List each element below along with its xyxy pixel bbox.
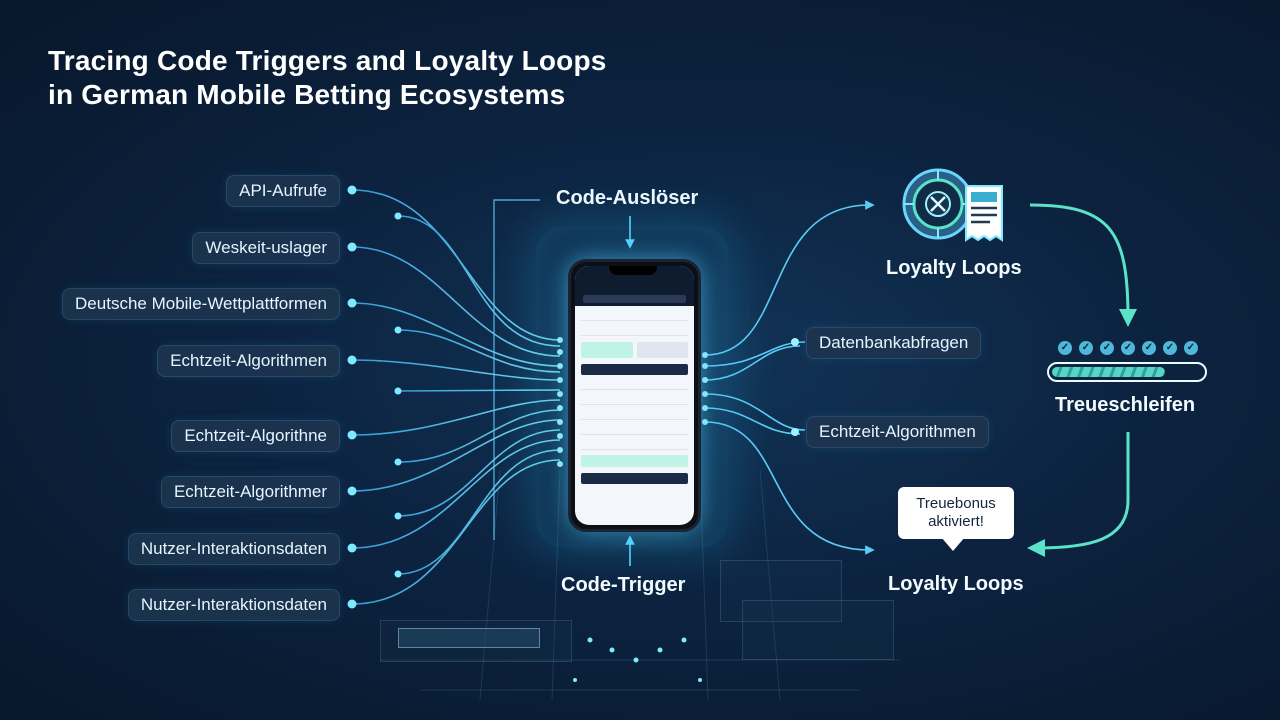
treueschleifen-label: Treueschleifen [1055, 394, 1196, 416]
receipt-icon [965, 185, 1003, 242]
check-icon: ✓ [1184, 341, 1198, 355]
check-icon: ✓ [1121, 341, 1135, 355]
right-label-algorithms: Echtzeit-Algorithmen [806, 416, 989, 448]
screen-row [581, 325, 688, 336]
loyalty-loops-top-label: Loyalty Loops [886, 257, 1022, 279]
phone-notch [609, 266, 657, 275]
screen-option-pair [581, 342, 688, 358]
title-line-2: in German Mobile Betting Ecosystems [48, 79, 566, 110]
check-icon: ✓ [1079, 341, 1093, 355]
check-icon: ✓ [1142, 341, 1156, 355]
loyalty-loops-bottom-label: Loyalty Loops [888, 573, 1024, 595]
floor-panel [720, 560, 842, 622]
loyalty-progress-bar [1047, 362, 1207, 382]
loyalty-progress-fill [1052, 367, 1165, 377]
left-label-api-calls: API-Aufrufe [226, 175, 340, 207]
roulette-wheel-icon [902, 168, 974, 240]
smartphone [568, 259, 701, 532]
floor-panel [742, 600, 894, 660]
check-icon: ✓ [1100, 341, 1114, 355]
screen-row [581, 409, 688, 420]
left-label-2: Weskeit-uslager [192, 232, 340, 264]
bonus-badge-pointer [941, 537, 965, 551]
left-label-algorithms-2: Echtzeit-Algorithne [171, 420, 340, 452]
screen-row [581, 394, 688, 405]
screen-button [581, 473, 688, 484]
screen-option [581, 342, 633, 358]
screen-row [581, 439, 688, 450]
app-header [575, 266, 694, 306]
floor-tag [398, 628, 540, 648]
bonus-badge-line-2: aktiviert! [928, 513, 984, 530]
screen-button [581, 364, 688, 375]
screen-row [581, 424, 688, 435]
bonus-badge-line-1: Treuebonus [916, 495, 996, 512]
left-label-interaction-data-1: Nutzer-Interaktionsdaten [127, 533, 340, 565]
screen-option [636, 342, 688, 358]
page-title: Tracing Code Triggers and Loyalty Loops … [48, 44, 607, 112]
phone-screen [575, 266, 694, 525]
code-trigger-top-label: Code-Auslöser [556, 187, 699, 209]
right-label-database-queries: Datenbankabfragen [806, 327, 982, 359]
title-line-1: Tracing Code Triggers and Loyalty Loops [48, 45, 607, 76]
code-trigger-bottom-label: Code-Trigger [561, 574, 686, 596]
progress-checks: ✓ ✓ ✓ ✓ ✓ ✓ ✓ [1058, 341, 1198, 355]
left-label-algorithms-3: Echtzeit-Algorithmer [160, 476, 340, 508]
app-tab-bar [583, 295, 686, 303]
screen-button-mint [581, 455, 688, 467]
left-label-algorithms-1: Echtzeit-Algorithmen [157, 345, 340, 377]
check-icon: ✓ [1058, 341, 1072, 355]
screen-row [581, 379, 688, 390]
screen-row [581, 310, 688, 321]
bonus-badge: Treuebonus aktiviert! [898, 487, 1014, 539]
check-icon: ✓ [1163, 341, 1177, 355]
left-label-interaction-data-2: Nutzer-Interaktionsdaten [127, 589, 340, 621]
left-label-platforms: Deutsche Mobile-Wettplattformen [62, 288, 340, 320]
